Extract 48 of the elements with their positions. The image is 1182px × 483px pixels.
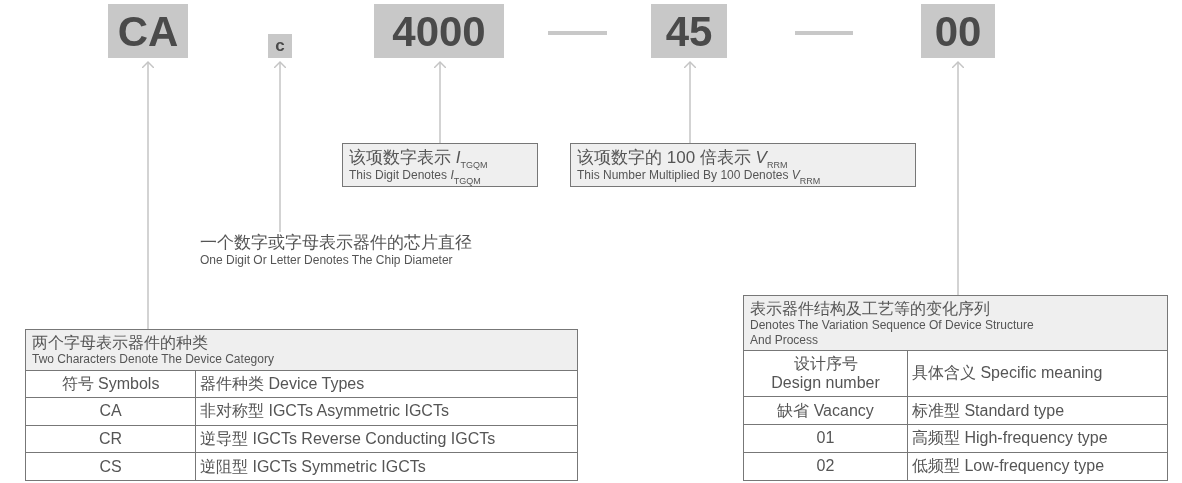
header-text: Two Characters Denote The Device Category — [32, 352, 275, 367]
cell-text: 标准型 Standard type — [912, 401, 1065, 420]
table-cell — [744, 396, 908, 425]
note-box — [342, 143, 538, 187]
cell-text: 逆阻型 IGCTs Symmetric IGCTs — [200, 457, 426, 476]
cell-text: 非对称型 IGCTs Asymmetric IGCTs — [200, 402, 449, 421]
code-segment: 4000 — [374, 4, 504, 58]
arrow — [433, 61, 447, 144]
cell-text: 01 — [816, 429, 835, 448]
code-table — [743, 295, 1168, 481]
cell-text: 缺省 Vacancy — [777, 401, 874, 420]
arrow — [141, 61, 155, 330]
cell-text: Design number — [771, 373, 880, 392]
code-segment: c — [268, 34, 292, 58]
cell-text: CA — [99, 402, 122, 421]
table-cell — [744, 424, 908, 453]
note-text: 该项数字表示 I$_{TGQM}$ — [349, 147, 489, 168]
arrow — [683, 61, 697, 144]
arrow — [273, 61, 287, 233]
cell-text: 具体含义 Specific meaning — [912, 364, 1103, 383]
table-cell — [744, 349, 908, 397]
code-table — [25, 329, 578, 481]
description-text: One Digit Or Letter Denotes The Chip Diameter — [200, 253, 454, 269]
table-cell — [26, 369, 196, 398]
cell-text: 02 — [816, 457, 835, 476]
cell-text: 逆导型 IGCTs Reverse Conducting IGCTs — [200, 429, 496, 449]
cell-text: 低频型 Low-frequency type — [912, 457, 1105, 476]
code-segment: CA — [108, 4, 188, 58]
table-cell — [744, 452, 908, 480]
header-text: Denotes The Variation Sequence Of Device Structure And Process — [750, 318, 1035, 347]
description-text: 一个数字或字母表示器件的芯片直径 — [200, 232, 473, 254]
note-text: This Number Multiplied By 100 Denotes V$_{RRM}$ — [577, 168, 822, 183]
cell-text: 符号 Symbols — [61, 374, 160, 394]
cell-text: 设计序号 — [793, 355, 858, 374]
table-cell — [26, 397, 196, 425]
cell-text: CS — [99, 457, 122, 476]
table-cell — [26, 452, 196, 480]
code-segment: 45 — [651, 4, 727, 58]
header-text: 表示器件结构及工艺等的变化序列 — [750, 299, 991, 319]
table-cell — [26, 424, 196, 453]
note-box — [570, 143, 916, 187]
note-text: 该项数字的 100 倍表示 V$_{RRM}$ — [577, 147, 789, 168]
code-segment: 00 — [921, 4, 995, 58]
header-text: 两个字母表示器件的种类 — [32, 333, 209, 353]
arrow — [951, 61, 965, 296]
cell-text: 器件种类 Device Types — [200, 374, 365, 394]
cell-text: 高频型 High-frequency type — [912, 429, 1108, 448]
cell-text: CR — [98, 429, 123, 449]
